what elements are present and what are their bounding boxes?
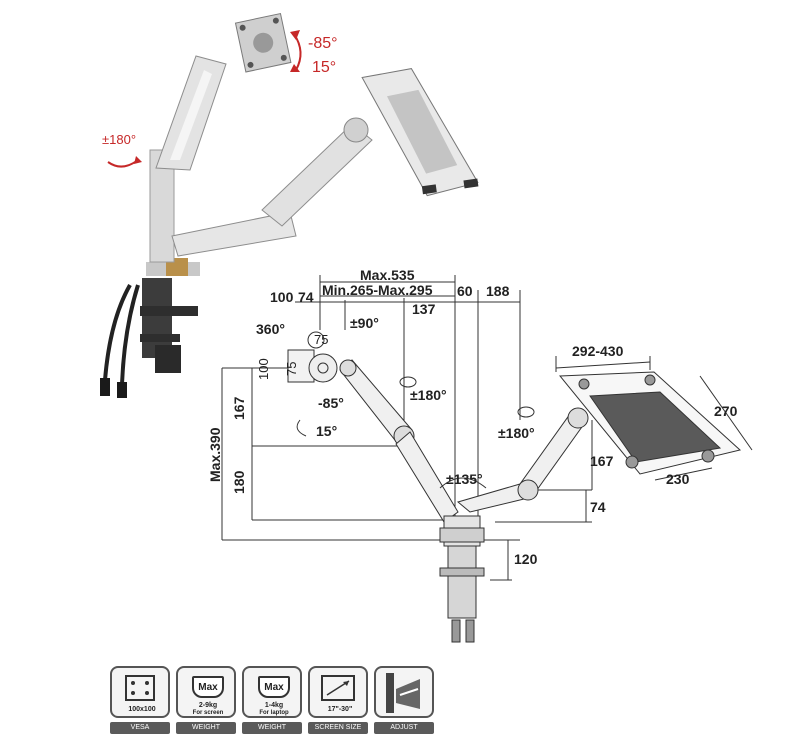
tray-230-label: 230 [666, 471, 690, 487]
dim-74: 74 [298, 289, 314, 305]
badge-weight-screen-sub: For screen [192, 710, 224, 716]
dim-180: 180 [231, 470, 247, 494]
badge-weight-laptop-tag: WEIGHT [242, 722, 302, 734]
dim-167-right: 167 [590, 453, 614, 469]
swivel-arrow-icon [107, 159, 139, 168]
tilt-m85-label: -85° [318, 395, 344, 411]
vesa-75-label: 75 [314, 332, 328, 347]
cable [120, 284, 140, 386]
right-arm-lower [456, 483, 529, 513]
product-photo: -85° 15° ±180° [100, 12, 479, 398]
dim-137: 137 [412, 301, 436, 317]
dimension-labels: Max.535 Min.265-Max.295 100 74 60 188 13… [207, 267, 738, 567]
vesa-plate [234, 12, 292, 73]
dim-120: 120 [514, 551, 538, 567]
dim-74-right: 74 [590, 499, 606, 515]
vesa-icon [125, 675, 155, 701]
badge-adjust: ADJUST [374, 666, 434, 736]
tilt-arrow-icon [293, 33, 302, 71]
badge-screen-size-tag: SCREEN SIZE [308, 722, 368, 734]
rot-360-label: 360° [256, 321, 285, 337]
badge-weight-screen: Max 2-9kg For screen WEIGHT [176, 666, 236, 736]
badge-weight-laptop: Max 1-4kg For laptop WEIGHT [242, 666, 302, 736]
badge-vesa-tag: VESA [110, 722, 170, 734]
rot-90-label: ±90° [350, 315, 379, 331]
swivel-label: ±180° [102, 132, 136, 147]
swivel-right-label: ±180° [498, 425, 535, 441]
badge-screen-size-text: 17"-30" [327, 706, 353, 713]
screen-size-icon [321, 675, 355, 701]
rot-135-label: ±135° [446, 471, 483, 487]
dimension-drawing [221, 275, 753, 643]
dim-100: 100 [270, 289, 294, 305]
desk-clamp [142, 278, 172, 358]
tray-width-label: 292-430 [572, 343, 624, 359]
badge-screen-size: 17"-30" SCREEN SIZE [308, 666, 368, 736]
swivel-left-label: ±180° [410, 387, 447, 403]
dim-188: 188 [486, 283, 510, 299]
badge-weight-screen-tag: WEIGHT [176, 722, 236, 734]
left-arm-lower [395, 431, 459, 523]
badge-vesa-text: 100x100 [128, 706, 156, 713]
weight-laptop-icon: Max [258, 676, 290, 698]
tilt-up-label: -85° [308, 35, 338, 52]
badge-adjust-tag: ADJUST [374, 722, 434, 734]
badge-vesa: 100x100 VESA [110, 666, 170, 736]
adjust-icon [386, 673, 420, 713]
badge-weight-laptop-text: 1-4kg [264, 702, 284, 709]
vesa-75b-label: 75 [284, 362, 299, 376]
vesa-100-label: 100 [256, 358, 271, 380]
dim-60: 60 [457, 283, 473, 299]
tray-270-label: 270 [714, 403, 738, 419]
clamp-drawing [447, 545, 477, 619]
badge-weight-laptop-sub: For laptop [259, 710, 289, 716]
gas-arm [261, 123, 373, 227]
laptop-tray [361, 68, 479, 197]
lower-arm [171, 211, 297, 257]
cable [103, 284, 132, 381]
dim-max390: Max.390 [207, 427, 223, 482]
tilt-15-label: 15° [316, 423, 337, 439]
dim-max535: Max.535 [360, 267, 415, 283]
weight-screen-icon: Max [192, 676, 224, 698]
dim-167-left: 167 [231, 396, 247, 420]
dim-min-max: Min.265-Max.295 [322, 282, 433, 298]
badge-weight-screen-text: 2-9kg [198, 702, 218, 709]
tilt-down-label: 15° [312, 59, 336, 76]
